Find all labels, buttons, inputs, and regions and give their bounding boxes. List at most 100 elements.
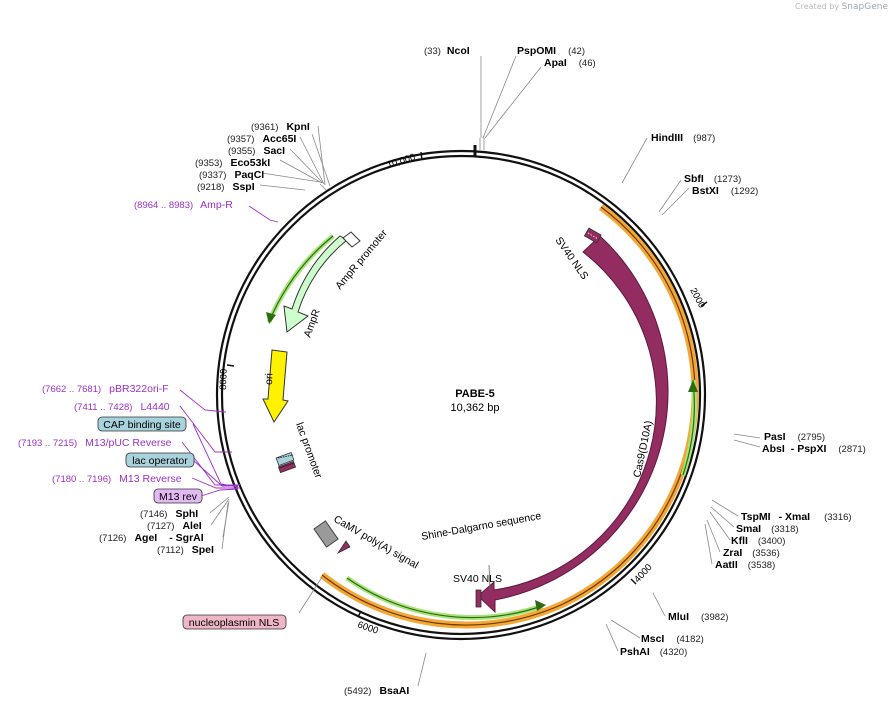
site-paqci: (9337) PaqCI bbox=[199, 169, 264, 181]
tick-8000 bbox=[226, 364, 235, 367]
green-band-left bbox=[266, 234, 335, 323]
site-agei-pos: (7126) bbox=[99, 533, 126, 544]
site-spei: (7112)SpeI bbox=[157, 544, 214, 556]
primer-pbr322ori-f-range: (7662 .. 7681) bbox=[42, 384, 101, 395]
site-apai-name: ApaI bbox=[544, 57, 567, 69]
green-band-bottom-arrow bbox=[535, 600, 546, 611]
site-ncoi: (33) NcoI bbox=[424, 45, 470, 57]
site-agei-name: AgeI bbox=[134, 532, 157, 544]
site-pasi: PasI (2795) bbox=[764, 431, 825, 443]
site-eco53ki-name: Eco53kI bbox=[230, 157, 270, 169]
site-kpni-name: KpnI bbox=[286, 121, 309, 133]
site-mlui-name: MluI bbox=[668, 611, 689, 623]
primer-l4440: (7411 .. 7428)L4440 bbox=[74, 401, 170, 413]
tick-6000 bbox=[357, 610, 362, 618]
site-alei-name: AleI bbox=[182, 520, 201, 532]
sv40-nls-top-label: SV40 NLS bbox=[553, 235, 591, 282]
m13-rev-tag: M13 rev bbox=[153, 488, 203, 504]
site-ncoi-pos: (33) bbox=[424, 46, 441, 57]
site-aatii-pos: (3538) bbox=[748, 560, 775, 571]
snapgene-credit: Created by SnapGene bbox=[795, 2, 888, 12]
site-saci: (9355)SacI bbox=[228, 145, 285, 157]
lac-promoter-label: lac promoter bbox=[293, 421, 324, 480]
site-hindiii-name: HindIII bbox=[651, 132, 683, 144]
ori-label: ori bbox=[263, 373, 275, 385]
nucleoplasmin-nls-label: nucleoplasmin NLS bbox=[189, 617, 279, 629]
nucleoplasmin-nls-arrow bbox=[336, 540, 351, 555]
green-band-bottom bbox=[345, 575, 543, 620]
tick-label-6000: 6000 bbox=[356, 619, 380, 636]
site-bsaai-name: BsaAI bbox=[379, 685, 409, 697]
site-eco53ki-pos: (9353) bbox=[195, 158, 222, 169]
site-zrai-pos: (3536) bbox=[752, 548, 779, 559]
plasmid-name: PABE-5 bbox=[455, 388, 495, 400]
camv-terminator-box bbox=[313, 520, 339, 548]
backbone-inner bbox=[220, 154, 702, 636]
site-bstxi-pos: (1292) bbox=[731, 186, 758, 197]
site-pasi-pos: (2795) bbox=[798, 432, 825, 443]
primer-leaders bbox=[179, 205, 279, 497]
green-band-bottom-core bbox=[346, 577, 543, 619]
lac-promoter-line bbox=[278, 462, 295, 469]
primer-m13-puc-reverse-name: M13/pUC Reverse bbox=[85, 437, 172, 449]
primer-pbr322ori-f: (7662 .. 7681)pBR322ori-F bbox=[42, 383, 169, 395]
primer-amp-r: (8964 .. 8983)Amp-R bbox=[134, 199, 233, 211]
site-alei: (7127)AleI bbox=[147, 520, 202, 532]
m13-rev-label: M13 rev bbox=[159, 491, 198, 503]
site-pspomi: PspOMI(42) bbox=[517, 45, 585, 57]
site-absi: AbsI- PspXI(2871) bbox=[762, 443, 866, 455]
site-absi-pos: (2871) bbox=[838, 444, 865, 455]
site-paqci-name: PaqCI bbox=[234, 169, 264, 181]
site-zrai-name: ZraI bbox=[723, 547, 742, 559]
orange-band-bottom-core bbox=[321, 574, 564, 626]
site-ncoi-name: NcoI bbox=[447, 45, 470, 57]
site-mlui-pos: (3982) bbox=[701, 612, 728, 623]
site-smai-pos: (3318) bbox=[771, 524, 798, 535]
site-pasi-name: PasI bbox=[764, 431, 786, 443]
ampr-label: AmpR bbox=[302, 307, 323, 339]
tick-label-8000: 8000 bbox=[218, 369, 230, 391]
site-kfli-pos: (3400) bbox=[758, 536, 785, 547]
site-sgrai-name: SgrAI bbox=[176, 532, 204, 544]
site-paqci-pos: (9337) bbox=[199, 170, 226, 181]
site-pspomi-pos: (42) bbox=[568, 46, 585, 57]
site-sbfi-name: SbfI bbox=[684, 173, 704, 185]
site-aatii: AatII(3538) bbox=[715, 559, 775, 571]
site-pspxi-name: PspXI bbox=[797, 443, 826, 455]
sv40-nls-bottom-label: SV40 NLS bbox=[453, 573, 502, 585]
tick-label-10000: 10,000 bbox=[386, 152, 417, 171]
site-xmai-name: XmaI bbox=[785, 511, 810, 523]
site-kpni-pos: (9361) bbox=[251, 122, 278, 133]
tick-2000 bbox=[700, 301, 708, 307]
sv40-nls-top-dots bbox=[587, 232, 599, 240]
shine-dalgarno-label: Shine-Dalgarno sequence bbox=[420, 510, 542, 543]
site-sspi-pos: (9218) bbox=[197, 182, 224, 193]
cas9-arrow bbox=[477, 235, 669, 614]
site-sphi-name: SphI bbox=[175, 508, 198, 520]
ampr-promoter-arrow bbox=[342, 231, 361, 248]
site-saci-name: SacI bbox=[263, 145, 285, 157]
site-kfli: KflI(3400) bbox=[731, 535, 785, 547]
site-leaders bbox=[209, 55, 761, 687]
site-bstxi: BstXI(1292) bbox=[692, 185, 758, 197]
green-band-left-core bbox=[268, 235, 334, 323]
site-apai: ApaI(46) bbox=[544, 57, 596, 69]
site-sphi: (7146)SphI bbox=[140, 508, 198, 520]
site-acc65i-pos: (9357) bbox=[227, 134, 254, 145]
lac-operator-box bbox=[275, 451, 295, 467]
site-smai: SmaI(3318) bbox=[736, 523, 799, 535]
snapgene-logo: SnapGene bbox=[841, 2, 888, 12]
site-hindiii-pos: (987) bbox=[693, 133, 715, 144]
ori-arrow bbox=[262, 349, 289, 424]
sd-leader bbox=[488, 564, 491, 591]
site-spei-name: SpeI bbox=[192, 544, 214, 556]
lac-operator-dots bbox=[277, 454, 294, 459]
site-tspmi: TspMI- XmaI(3316) bbox=[741, 511, 852, 523]
primer-l4440-range: (7411 .. 7428) bbox=[74, 402, 132, 413]
site-sspi: (9218)SspI bbox=[197, 181, 255, 193]
tick-4000 bbox=[630, 578, 637, 585]
plasmid-size: 10,362 bp bbox=[451, 402, 500, 414]
site-sbfi: SbfI(1273) bbox=[684, 173, 741, 185]
site-tspmi-name: TspMI bbox=[741, 511, 771, 523]
